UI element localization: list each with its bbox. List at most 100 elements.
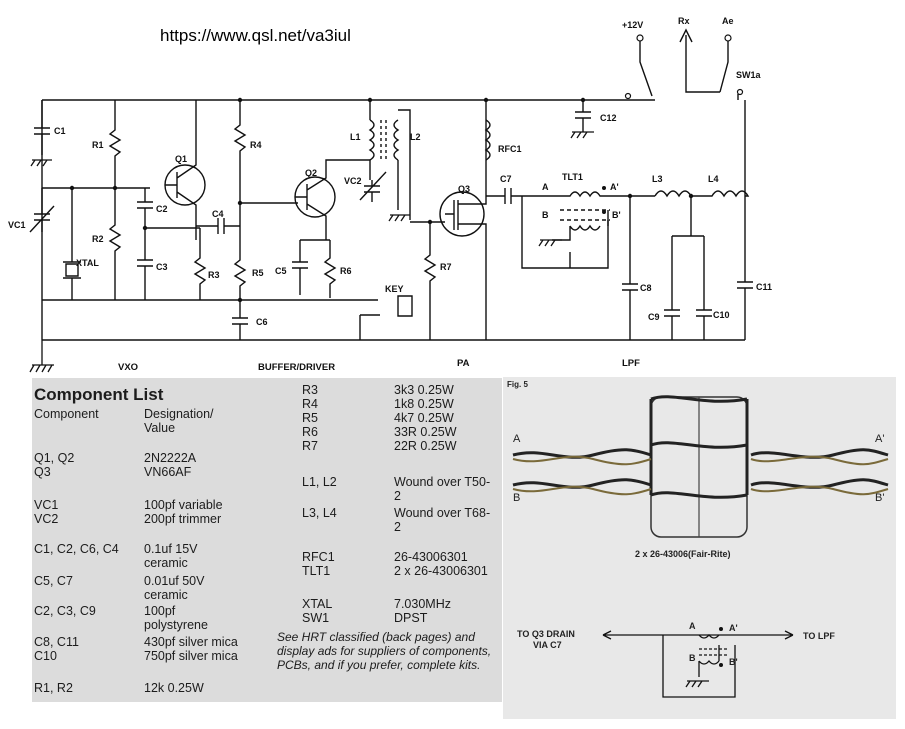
value-r5: 4k7 0.25W xyxy=(394,411,454,425)
value-c2c3c9: 100pf polystyrene xyxy=(144,604,208,632)
circuit-schematic: +12V Rx Ae SW1a C1 VC1 XTAL R1 R2 Q1 C2 … xyxy=(8,16,772,373)
label-r1: R1 xyxy=(92,140,104,150)
section-vxo: VXO xyxy=(118,362,138,373)
comp-l3l4: L3, L4 xyxy=(302,506,337,520)
fig5-panel: Fig. 5 A B A' B' 2 x 26-43006(Fair-Rite)… xyxy=(503,377,896,719)
value-q1q2: 2N2222A xyxy=(144,451,197,465)
fig5-label-b: B xyxy=(513,492,520,504)
fig5-lower-b-prime: B' xyxy=(729,657,738,667)
label-key: KEY xyxy=(385,284,404,294)
label-xtal: XTAL xyxy=(76,258,99,268)
comp-r1r2: R1, R2 xyxy=(34,681,73,695)
fig5-title: Fig. 5 xyxy=(507,380,528,389)
supplier-note: See HRT classified (back pages) and disp… xyxy=(277,630,492,672)
label-c8: C8 xyxy=(640,283,652,293)
label-c3: C3 xyxy=(156,262,168,272)
comp-vc2: VC2 xyxy=(34,512,59,526)
comp-c8c11: C8, C11 xyxy=(34,635,79,649)
fig5-caption: 2 x 26-43006(Fair-Rite) xyxy=(635,549,731,559)
value-r7: 22R 0.25W xyxy=(394,439,457,453)
value-r4: 1k8 0.25W xyxy=(394,397,454,411)
label-q1: Q1 xyxy=(175,154,187,164)
label-r6: R6 xyxy=(340,266,352,276)
value-sw1: DPST xyxy=(394,611,428,625)
value-q3: VN66AF xyxy=(144,465,192,479)
comp-r4: R4 xyxy=(302,397,318,411)
comp-r5: R5 xyxy=(302,411,318,425)
label-c9: C9 xyxy=(648,312,660,322)
fig5-transformer-diagram: Fig. 5 A B A' B' 2 x 26-43006(Fair-Rite)… xyxy=(507,380,889,698)
value-xtal: 7.030MHz xyxy=(394,597,451,611)
value-tlt1: 2 x 26-43006301 xyxy=(394,564,488,578)
label-l1: L1 xyxy=(350,132,361,142)
label-q3: Q3 xyxy=(458,184,470,194)
label-c11: C11 xyxy=(756,282,772,292)
section-buffer-driver: BUFFER/DRIVER xyxy=(258,362,335,373)
value-c1c2c6c4: 0.1uf 15V ceramic xyxy=(144,542,198,570)
label-sw1a: SW1a xyxy=(736,70,762,80)
fig5-to-lpf: TO LPF xyxy=(803,631,835,641)
label-l2: L2 xyxy=(410,132,421,142)
section-pa: PA xyxy=(457,358,470,369)
label-c12: C12 xyxy=(600,113,617,123)
label-ae: Ae xyxy=(722,16,734,26)
label-b-prime: B' xyxy=(612,210,621,220)
fig5-to-q3: TO Q3 DRAIN xyxy=(517,629,575,639)
label-vc2: VC2 xyxy=(344,176,362,186)
value-rfc1: 26-43006301 xyxy=(394,550,468,564)
comp-c1c2c6c4: C1, C2, C6, C4 xyxy=(34,542,119,556)
label-vc1: VC1 xyxy=(8,220,26,230)
label-r2: R2 xyxy=(92,234,104,244)
label-c10: C10 xyxy=(713,310,730,320)
label-a: A xyxy=(542,182,549,192)
value-r1r2: 12k 0.25W xyxy=(144,681,204,695)
fig5-lower-b: B xyxy=(689,653,696,663)
label-plus12v: +12V xyxy=(622,20,643,30)
label-c2: C2 xyxy=(156,204,168,214)
header-component: Component xyxy=(34,407,99,421)
fig5-lower-a-prime: A' xyxy=(729,623,738,633)
comp-vc1: VC1 xyxy=(34,498,59,512)
label-r3: R3 xyxy=(208,270,220,280)
label-r7: R7 xyxy=(440,262,452,272)
fig5-label-a-prime: A' xyxy=(875,433,884,445)
fig5-label-b-prime: B' xyxy=(875,492,884,504)
label-r5: R5 xyxy=(252,268,264,278)
value-l1l2: Wound over T50-2 xyxy=(394,475,491,503)
comp-l1l2: L1, L2 xyxy=(302,475,337,489)
value-vc1: 100pf variable xyxy=(144,498,223,512)
label-b: B xyxy=(542,210,549,220)
label-c4: C4 xyxy=(212,209,224,219)
component-list-title: Component List xyxy=(34,385,164,404)
label-c5: C5 xyxy=(275,266,287,276)
comp-c10: C10 xyxy=(34,649,57,663)
value-r6: 33R 0.25W xyxy=(394,425,457,439)
value-l3l4: Wound over T68-2 xyxy=(394,506,491,534)
label-c1: C1 xyxy=(54,126,66,136)
label-l3: L3 xyxy=(652,174,663,184)
comp-xtal: XTAL xyxy=(302,597,333,611)
label-tlt1: TLT1 xyxy=(562,172,583,182)
fig5-lower-a: A xyxy=(689,621,696,631)
label-rx: Rx xyxy=(678,16,690,26)
label-c6: C6 xyxy=(256,317,268,327)
fig5-label-a: A xyxy=(513,433,521,445)
comp-r6: R6 xyxy=(302,425,318,439)
header-value: Value xyxy=(144,421,176,435)
label-c7: C7 xyxy=(500,174,512,184)
value-c5c7: 0.01uf 50V ceramic xyxy=(144,574,205,602)
label-rfc1: RFC1 xyxy=(498,144,522,154)
comp-c2c3c9: C2, C3, C9 xyxy=(34,604,96,618)
comp-q1q2: Q1, Q2 xyxy=(34,451,75,465)
comp-r3: R3 xyxy=(302,383,318,397)
comp-rfc1: RFC1 xyxy=(302,550,335,564)
value-vc2: 200pf trimmer xyxy=(144,512,222,526)
value-c10: 750pf silver mica xyxy=(144,649,238,663)
source-url[interactable]: https://www.qsl.net/va3iul xyxy=(160,26,351,45)
label-l4: L4 xyxy=(708,174,719,184)
comp-tlt1: TLT1 xyxy=(302,564,331,578)
label-q2: Q2 xyxy=(305,168,317,178)
section-lpf: LPF xyxy=(622,358,640,369)
comp-r7: R7 xyxy=(302,439,318,453)
value-c8c11: 430pf silver mica xyxy=(144,635,238,649)
